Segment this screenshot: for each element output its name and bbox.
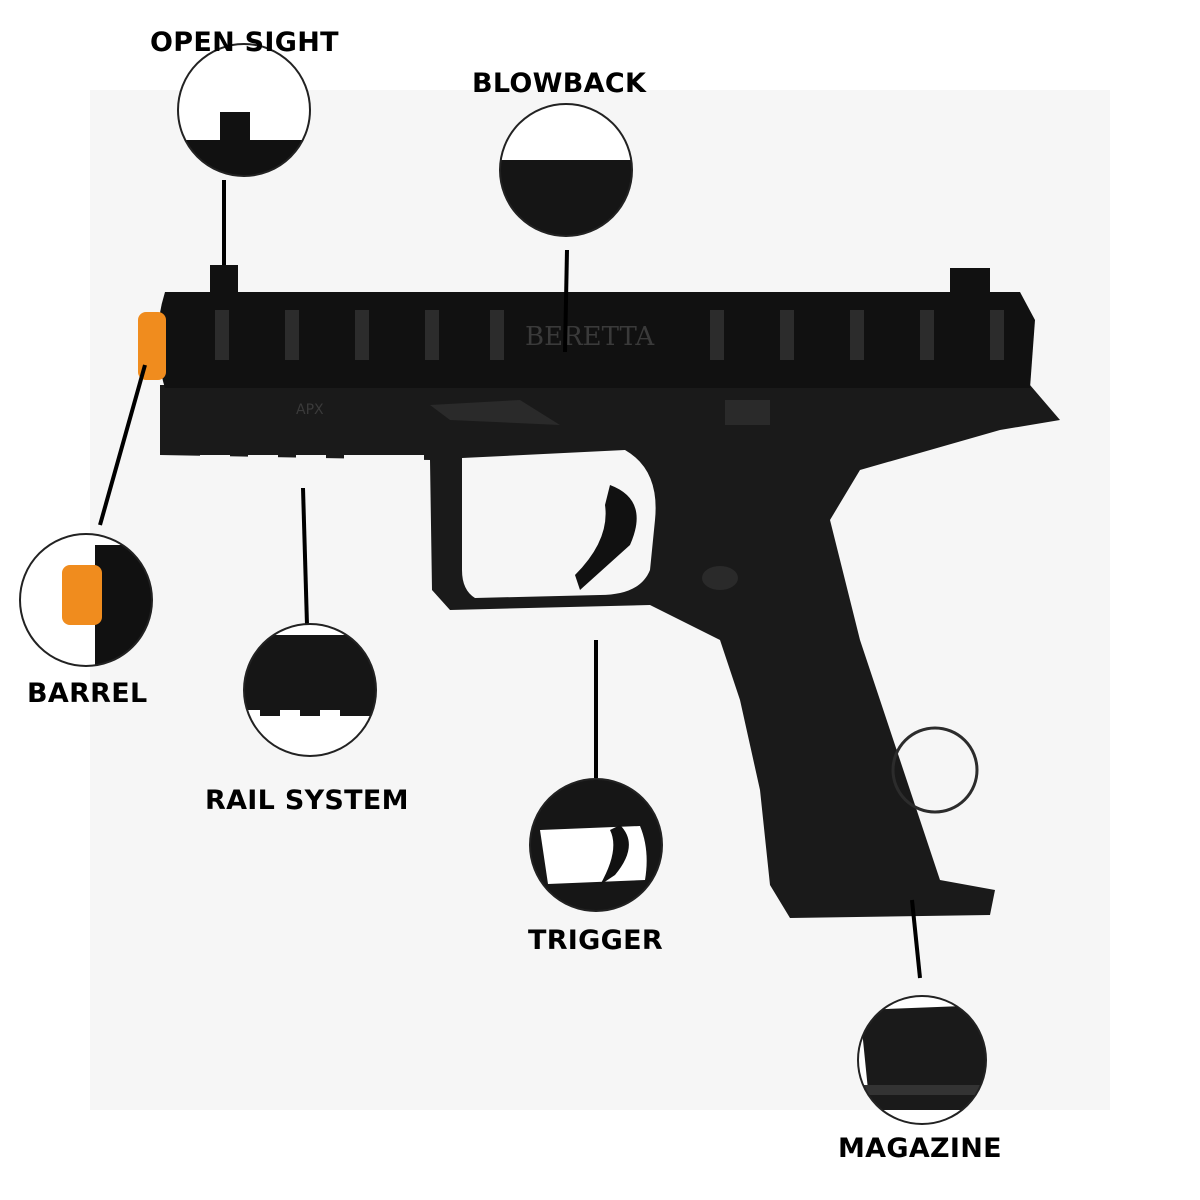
rear-sight	[950, 268, 990, 296]
label-open-sight: OPEN SIGHT	[150, 27, 339, 58]
frame-model-marking: APX	[296, 402, 324, 418]
pistol-slide	[157, 292, 1035, 388]
label-trigger: TRIGGER	[528, 925, 663, 956]
callout-trigger	[529, 778, 663, 912]
pistol-frame	[160, 385, 1060, 918]
slide-serrations	[215, 310, 1004, 360]
front-sight	[210, 265, 238, 295]
callout-lines	[98, 180, 922, 979]
magazine-release	[702, 566, 738, 590]
pistol: BERETTA APX	[138, 265, 1060, 918]
barrel-tip	[138, 312, 166, 380]
callout-rail-system	[243, 623, 377, 757]
callout-magazine	[857, 995, 987, 1125]
callout-blowback	[499, 103, 633, 237]
slide-brand-marking: BERETTA	[525, 322, 655, 352]
callout-open-sight	[177, 43, 311, 177]
label-rail-system: RAIL SYSTEM	[205, 785, 409, 816]
label-magazine: MAGAZINE	[838, 1133, 1002, 1164]
takedown-lever	[725, 400, 770, 425]
callout-barrel	[19, 533, 153, 667]
slide-stop-lever	[430, 400, 560, 425]
trigger	[575, 485, 637, 590]
label-barrel: BARREL	[27, 678, 148, 709]
label-blowback: BLOWBACK	[472, 68, 647, 99]
rail-slots	[200, 455, 424, 463]
grip-logo-icon	[891, 726, 979, 814]
